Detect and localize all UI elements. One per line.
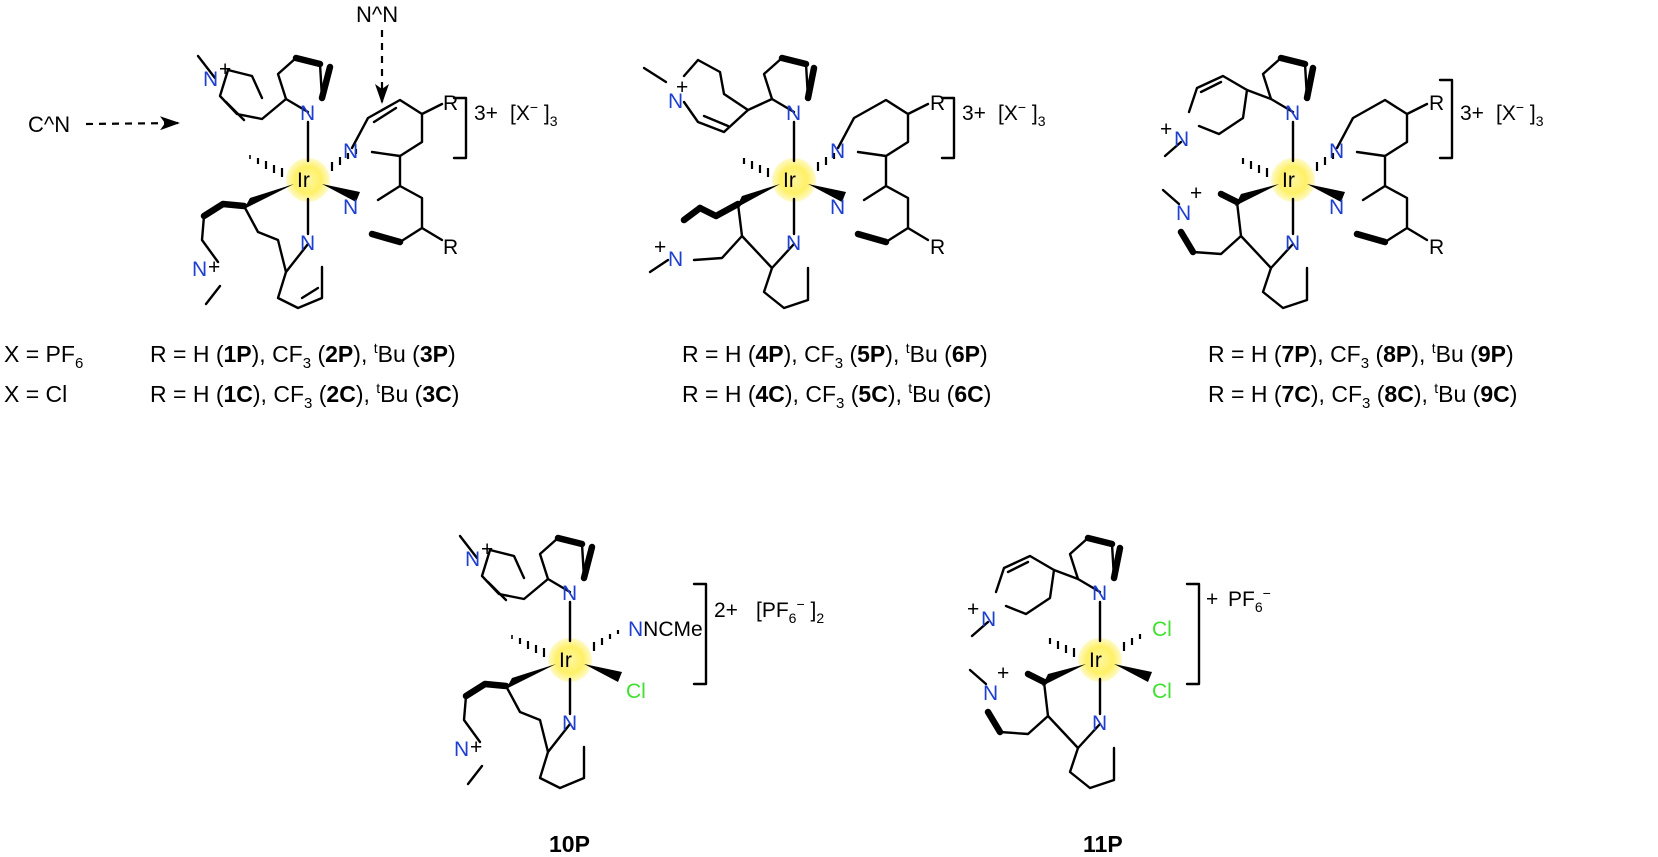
plus-label: + bbox=[219, 58, 231, 81]
nitrogen-label: N bbox=[343, 140, 358, 163]
nitrogen-label: N bbox=[830, 196, 845, 219]
iridium-highlight bbox=[286, 158, 330, 202]
wedge-bond bbox=[322, 184, 360, 202]
caption-line: R = H (1P), CF3 (2P), tBu (3P) bbox=[150, 340, 456, 372]
nitrogen-label: N bbox=[203, 68, 218, 91]
nitrogen-label: N bbox=[786, 232, 801, 255]
r-substituent-label: R bbox=[930, 236, 945, 259]
nitrogen-label: N bbox=[1285, 232, 1300, 255]
charge-label: 2+ bbox=[714, 599, 738, 622]
iridium-highlight bbox=[548, 638, 592, 682]
anion-label: [X− ]3 bbox=[510, 99, 558, 129]
nitrile-ligand-label: NNCMe bbox=[628, 618, 703, 641]
caption-x-pf6: X = PF6 bbox=[4, 341, 83, 372]
iridium-label: Ir bbox=[559, 649, 572, 672]
nitrogen-label: N bbox=[562, 712, 577, 735]
nitrogen-label: N bbox=[454, 738, 469, 761]
hashed-bonds bbox=[249, 149, 358, 177]
chloride-label: Cl bbox=[626, 680, 646, 703]
iridium-label: Ir bbox=[297, 169, 310, 192]
iridium-highlight bbox=[1078, 638, 1122, 682]
iridium-label: Ir bbox=[783, 169, 796, 192]
compound-label-10p: 10P bbox=[549, 831, 590, 857]
complex-3 bbox=[1161, 54, 1429, 310]
plus-label: + bbox=[1190, 182, 1202, 205]
plus-label: + bbox=[967, 598, 979, 621]
complex-10p bbox=[458, 534, 622, 790]
complex-10p-labels: Ir N N N + N + NNCMe Cl bbox=[454, 538, 703, 761]
caption-line: R = H (4P), CF3 (5P), tBu (6P) bbox=[682, 340, 988, 372]
nitrogen-label: N bbox=[668, 90, 683, 113]
cn-arrow bbox=[85, 116, 180, 131]
nitrogen-label: N bbox=[1329, 196, 1344, 219]
charge-label: + bbox=[1206, 588, 1218, 611]
nitrogen-label: N bbox=[562, 582, 577, 605]
nitrogen-label: N bbox=[300, 232, 315, 255]
complex-2 bbox=[642, 54, 930, 310]
nitrogen-label: N bbox=[1285, 102, 1300, 125]
caption-line: R = H (7C), CF3 (8C), tBu (9C) bbox=[1208, 380, 1517, 412]
iridium-highlight bbox=[772, 158, 816, 202]
complex-11p bbox=[968, 534, 1152, 790]
chloride-label: Cl bbox=[1152, 618, 1172, 641]
r-substituent-label: R bbox=[443, 92, 458, 115]
nitrogen-label: N bbox=[465, 548, 480, 571]
nitrogen-label: N bbox=[1174, 128, 1189, 151]
complex-2-labels: Ir N N N N N + N + R R bbox=[654, 76, 945, 271]
charge-label: 3+ bbox=[962, 102, 986, 125]
plus-label: + bbox=[1160, 118, 1172, 141]
wedge-bond bbox=[244, 184, 294, 209]
complex-1 bbox=[196, 54, 444, 310]
nitrogen-label: N bbox=[981, 608, 996, 631]
nitrogen-label: N bbox=[1092, 582, 1107, 605]
plus-label: + bbox=[208, 256, 220, 279]
charge-label: 3+ bbox=[474, 102, 498, 125]
caption-line: R = H (7P), CF3 (8P), tBu (9P) bbox=[1208, 340, 1514, 372]
iridium-label: Ir bbox=[1282, 169, 1295, 192]
nitrogen-label: N bbox=[1329, 140, 1344, 163]
caption-line: R = H (1C), CF3 (2C), tBu (3C) bbox=[150, 380, 459, 412]
iridium-label: Ir bbox=[1089, 649, 1102, 672]
anion-label: [X− ]3 bbox=[1496, 99, 1544, 129]
anion-label: [PF6− ]2 bbox=[756, 596, 824, 626]
charge-bracket-10p: 2+ [PF6− ]2 bbox=[692, 582, 824, 686]
charge-bracket-11p: + PF6− bbox=[1185, 582, 1271, 686]
nitrogen-label: N bbox=[343, 196, 358, 219]
nitrogen-label: N bbox=[1092, 712, 1107, 735]
nitrogen-label: N bbox=[192, 258, 207, 281]
complex-11p-labels: Ir N N N + N + Cl Cl bbox=[967, 582, 1172, 735]
nitrogen-label: N bbox=[786, 102, 801, 125]
nitrogen-label: N bbox=[1176, 202, 1191, 225]
nitrogen-label: N bbox=[830, 140, 845, 163]
plus-label: + bbox=[481, 538, 493, 561]
nitrogen-label: N bbox=[300, 102, 315, 125]
r-substituent-label: R bbox=[1429, 236, 1444, 259]
plus-label: + bbox=[654, 236, 666, 259]
anion-label: PF6− bbox=[1228, 585, 1271, 615]
caption-line: R = H (4C), CF3 (5C), tBu (6C) bbox=[682, 380, 991, 412]
captions: X = PF6 X = Cl R = H (1P), CF3 (2P), tBu… bbox=[4, 340, 1517, 412]
charge-bracket-1: 3+ [X− ]3 bbox=[452, 96, 558, 160]
compound-label-11p: 11P bbox=[1083, 831, 1123, 857]
plus-label: + bbox=[997, 662, 1009, 685]
caption-x-cl: X = Cl bbox=[4, 381, 67, 407]
iridium-highlight bbox=[1271, 158, 1315, 202]
cn-ligand-label: C^N bbox=[28, 112, 70, 137]
plus-label: + bbox=[470, 736, 482, 759]
r-substituent-label: R bbox=[443, 236, 458, 259]
anion-label: [X− ]3 bbox=[998, 99, 1046, 129]
plus-label: + bbox=[676, 76, 688, 99]
charge-bracket-2: 3+ [X− ]3 bbox=[940, 96, 1046, 160]
ligand-annotations: C^N N^N bbox=[28, 2, 398, 137]
nitrogen-label: N bbox=[668, 248, 683, 271]
r-substituent-label: R bbox=[930, 92, 945, 115]
charge-bracket-3: 3+ [X− ]3 bbox=[1438, 78, 1544, 160]
charge-label: 3+ bbox=[1460, 102, 1484, 125]
nitrogen-label: N bbox=[983, 682, 998, 705]
complex-3-labels: Ir N N N N N + N + R R bbox=[1160, 92, 1444, 259]
chloride-label: Cl bbox=[1152, 680, 1172, 703]
nn-ligand-label: N^N bbox=[356, 2, 398, 27]
r-substituent-label: R bbox=[1429, 92, 1444, 115]
